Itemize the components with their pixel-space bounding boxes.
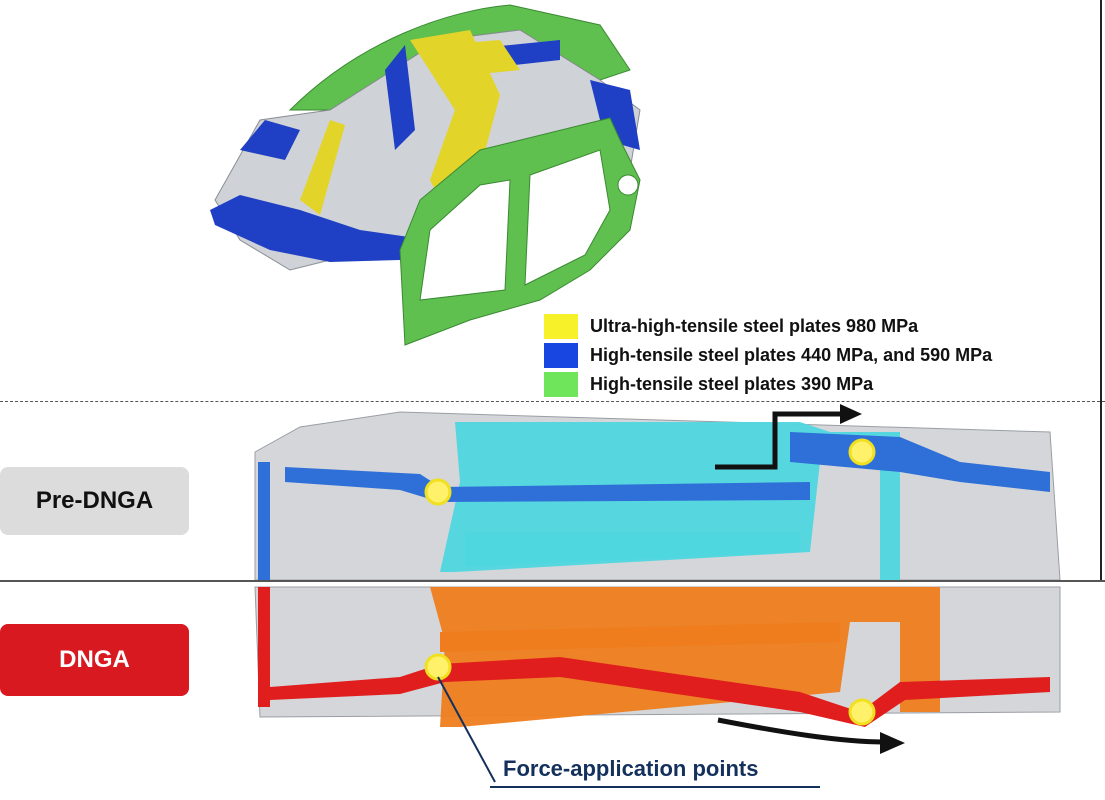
dnga-front-edge-red — [258, 587, 270, 707]
pre-dnga-badge: Pre-DNGA — [0, 467, 189, 535]
door-opening-rear — [524, 149, 611, 286]
pre-dnga-front-edge-blue — [258, 462, 270, 580]
legend-swatch-yellow — [544, 314, 578, 339]
pre-dnga-cyan-cross — [465, 532, 800, 567]
force-application-points-label: Force-application points — [503, 756, 759, 781]
arrow-head-icon — [880, 732, 905, 754]
dnga-side-rail-red — [270, 657, 1050, 727]
dnga-orange-member — [430, 587, 940, 727]
dnga-underbody — [254, 586, 1061, 783]
body-structure-illustration — [210, 4, 641, 346]
center-pillar-blue — [385, 45, 415, 150]
legend-item: Ultra-high-tensile steel plates 980 MPa — [544, 312, 992, 341]
roof-rail-green — [288, 4, 631, 111]
fuel-lid-opening — [617, 174, 639, 196]
force-point-leader-line — [437, 676, 496, 783]
legend-label: Ultra-high-tensile steel plates 980 MPa — [590, 316, 919, 336]
roof-yellow — [440, 40, 520, 75]
legend-swatch-blue — [544, 343, 578, 368]
door-opening-front — [419, 179, 511, 301]
legend-swatch-green — [544, 372, 578, 397]
section-divider-dashed — [0, 401, 1105, 402]
legend: Ultra-high-tensile steel plates 980 MPa … — [544, 312, 992, 399]
force-label-underline — [490, 786, 820, 788]
pre-dnga-front-rail-blue — [285, 467, 810, 502]
dnga-load-path-arrow — [717, 717, 886, 745]
rear-blue — [590, 80, 640, 150]
pre-dnga-force-point-rear — [848, 438, 876, 466]
pre-dnga-force-point-front — [424, 478, 452, 506]
dnga-orange-cross — [440, 622, 840, 652]
arrow-head-icon — [840, 404, 862, 424]
legend-item: High-tensile steel plates 390 MPa — [544, 370, 992, 399]
a-pillar-yellow — [300, 120, 345, 215]
pre-dnga-load-path-arrow — [715, 411, 845, 470]
legend-label: High-tensile steel plates 440 MPa, and 5… — [590, 345, 993, 365]
frame-border-right — [1100, 0, 1102, 580]
pre-dnga-underbody — [254, 404, 1061, 581]
dnga-badge: DNGA — [0, 624, 189, 696]
dnga-force-point-front — [424, 653, 452, 681]
legend-item: High-tensile steel plates 440 MPa, and 5… — [544, 341, 992, 370]
legend-label: High-tensile steel plates 390 MPa — [590, 374, 874, 394]
dnga-force-point-rear — [848, 698, 876, 726]
a-pillar-blue — [240, 120, 300, 160]
section-divider-solid — [0, 580, 1105, 582]
